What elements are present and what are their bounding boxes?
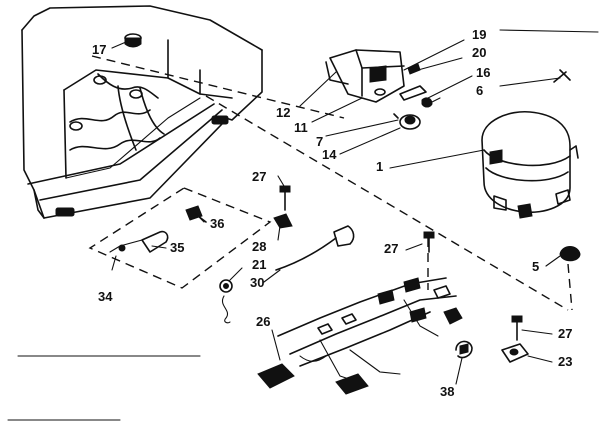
compressor bbox=[481, 110, 579, 219]
part-27-screw-middle bbox=[423, 231, 435, 253]
assembly-lines bbox=[88, 55, 573, 311]
label-part-23: 23 bbox=[558, 354, 573, 369]
label-part-38: 38 bbox=[440, 384, 455, 399]
label-part-35: 35 bbox=[170, 240, 185, 255]
label-part-16: 16 bbox=[476, 65, 491, 80]
label-part-21: 21 bbox=[252, 257, 267, 272]
label-part-26: 26 bbox=[256, 314, 271, 329]
label-part-27-upper: 27 bbox=[252, 169, 267, 184]
label-part-30: 30 bbox=[250, 275, 265, 290]
label-part-28: 28 bbox=[252, 239, 267, 254]
part-23-clamp bbox=[501, 343, 529, 363]
label-part-12: 12 bbox=[276, 105, 291, 120]
connector-parts bbox=[399, 63, 441, 108]
label-part-27-lower: 27 bbox=[558, 326, 573, 341]
label-part-19: 19 bbox=[472, 27, 487, 42]
label-part-11: 11 bbox=[294, 120, 308, 135]
label-part-1: 1 bbox=[376, 159, 384, 174]
part-21-grommet bbox=[219, 279, 233, 324]
label-part-20: 20 bbox=[472, 45, 487, 60]
label-part-34: 34 bbox=[98, 289, 113, 304]
leader-lines bbox=[7, 29, 599, 421]
cabinet-foot bbox=[55, 207, 75, 217]
part-30-cord bbox=[275, 225, 355, 271]
relay-assembly bbox=[325, 49, 405, 103]
label-part-17: 17 bbox=[92, 42, 107, 57]
part-26-wiring-harness bbox=[257, 277, 463, 395]
refrigerator-cabinet bbox=[21, 5, 263, 219]
label-part-5: 5 bbox=[532, 259, 540, 274]
part-38-clip bbox=[455, 340, 473, 359]
part-27-screw-lower bbox=[511, 315, 523, 341]
part-5-grommet bbox=[559, 246, 581, 262]
overload-protector bbox=[393, 113, 421, 130]
label-part-27-middle: 27 bbox=[384, 241, 399, 256]
label-part-36: 36 bbox=[210, 216, 225, 231]
part-17-cap bbox=[124, 33, 142, 48]
part-6-screw bbox=[553, 69, 571, 83]
part-28-clip bbox=[273, 213, 293, 229]
label-part-14: 14 bbox=[322, 147, 337, 162]
cabinet-foot bbox=[211, 115, 229, 125]
part-27-screw-upper bbox=[279, 185, 291, 211]
label-part-6: 6 bbox=[476, 83, 484, 98]
part-35-heater bbox=[109, 230, 169, 253]
label-part-7: 7 bbox=[316, 134, 324, 149]
